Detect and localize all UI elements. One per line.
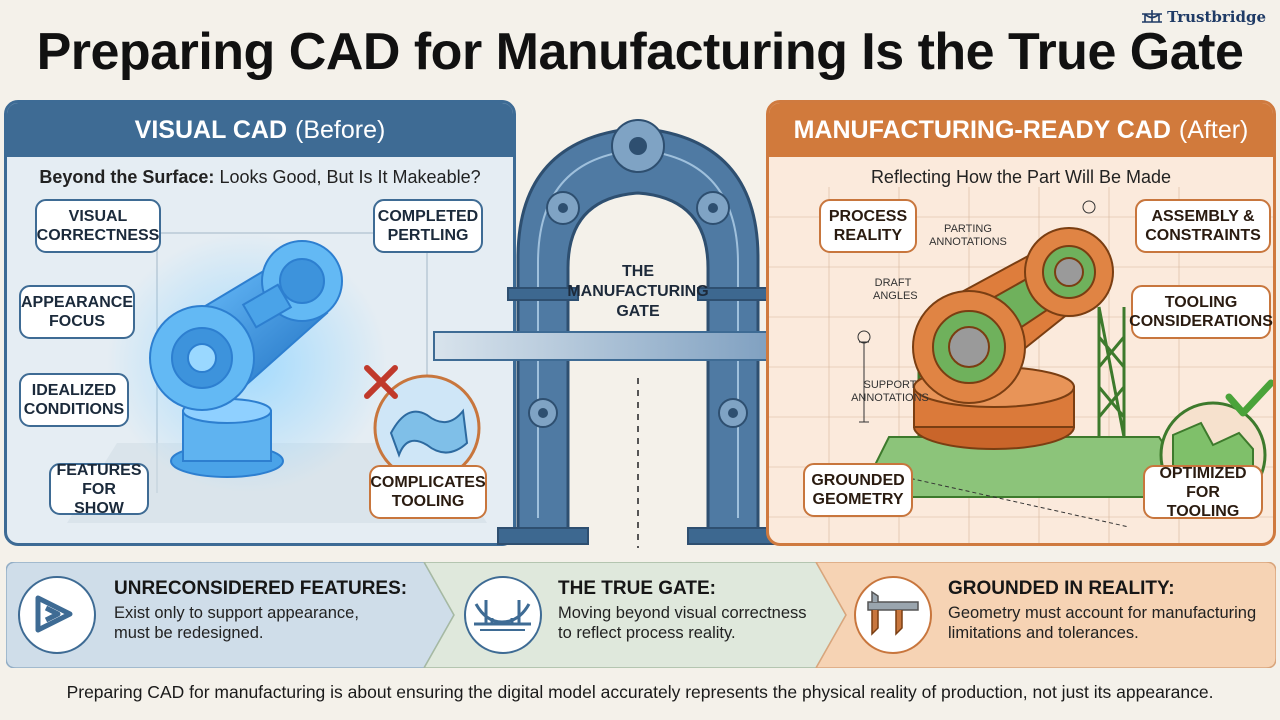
tag-optimized-for-tooling: OPTIMIZED FOR TOOLING [1143,465,1263,520]
brand-logo: Trustbridge [1141,8,1266,26]
visual-cad-panel: VISUAL CAD (Before) Beyond the Surface: … [4,100,516,546]
summary-true-gate-title: THE TRUE GATE: [558,578,716,599]
tag-assembly-constraints: ASSEMBLY & CONSTRAINTS [1135,199,1271,253]
bridge-logo-icon [1142,10,1163,23]
tag-idealized-conditions: IDEALIZED CONDITIONS [19,373,129,427]
summary-unreconsidered-desc1: Exist only to support appearance, [114,604,359,622]
summary-true-gate-desc2: to reflect process reality. [558,624,736,642]
summary-true-gate: THE TRUE GATE: Moving beyond visual corr… [558,578,807,643]
green-check-icon [1225,379,1273,417]
footer-caption: Preparing CAD for manufacturing is about… [66,682,1214,702]
visual-cad-heading: VISUAL CAD (Before) [7,103,513,157]
tag-process-reality: PROCESS REALITY [819,199,917,253]
tag-visual-correctness: VISUAL CORRECTNESS [35,199,161,253]
visual-cad-subtitle-bold: Beyond the Surface: [39,167,215,187]
tag-grounded-geometry: GROUNDED GEOMETRY [803,463,913,517]
impossible-triangle-icon [18,576,96,654]
summary-unreconsidered: UNRECONSIDERED FEATURES: Exist only to s… [114,578,407,643]
tag-appearance-focus: APPEARANCE FOCUS [19,285,135,339]
summary-grounded-desc2: limitations and tolerances. [948,624,1139,642]
caliper-icon [854,576,932,654]
summary-true-gate-desc1: Moving beyond visual correctness [558,604,807,622]
tag-completed-pertling: COMPLETED PERTLING [373,199,483,253]
brand-name: Trustbridge [1167,8,1266,26]
annotation-support: SUPPORT ANNOTATIONS [851,379,929,404]
red-x-icon [364,365,398,399]
summary-grounded-title: GROUNDED IN REALITY: [948,578,1175,599]
visual-cad-heading-text: VISUAL CAD [134,115,288,144]
bridge-icon [464,576,542,654]
tag-complicates-tooling: COMPLICATES TOOLING [369,465,487,519]
manufacturing-ready-panel: MANUFACTURING-READY CAD (After) Reflecti… [766,100,1276,546]
summary-unreconsidered-desc2: must be redesigned. [114,624,264,642]
visual-cad-subtitle-rest: Looks Good, But Is It Makeable? [219,167,481,187]
summary-unreconsidered-title: UNRECONSIDERED FEATURES: [114,578,408,599]
manufacturing-ready-subtitle: Reflecting How the Part Will Be Made [870,167,1172,187]
summary-grounded: GROUNDED IN REALITY: Geometry must accou… [948,578,1256,643]
page-title: Preparing CAD for Manufacturing Is the T… [36,23,1244,81]
summary-grounded-desc1: Geometry must account for manufacturing [948,604,1257,622]
visual-cad-subtitle: Beyond the Surface: Looks Good, But Is I… [7,167,513,188]
manufacturing-gate-label: THE MANUFACTURING GATE [567,263,709,320]
tag-tooling-considerations: TOOLING CONSIDERATIONS [1129,285,1273,339]
manufacturing-gate-illustration [497,119,779,548]
manufacturing-ready-heading-sub: (After) [1178,115,1249,144]
summary-row: UNRECONSIDERED FEATURES: Exist only to s… [6,562,1276,668]
tag-features-for-show: FEATURES FOR SHOW [49,462,149,517]
manufacturing-ready-heading: MANUFACTURING-READY CAD (After) [769,103,1273,157]
annotation-parting: PARTING ANNOTATIONS [929,223,1007,248]
visual-cad-heading-sub: (Before) [295,115,386,144]
manufacturing-ready-heading-text: MANUFACTURING-READY CAD [793,115,1171,144]
annotation-draft: DRAFT ANGLES [873,277,918,302]
